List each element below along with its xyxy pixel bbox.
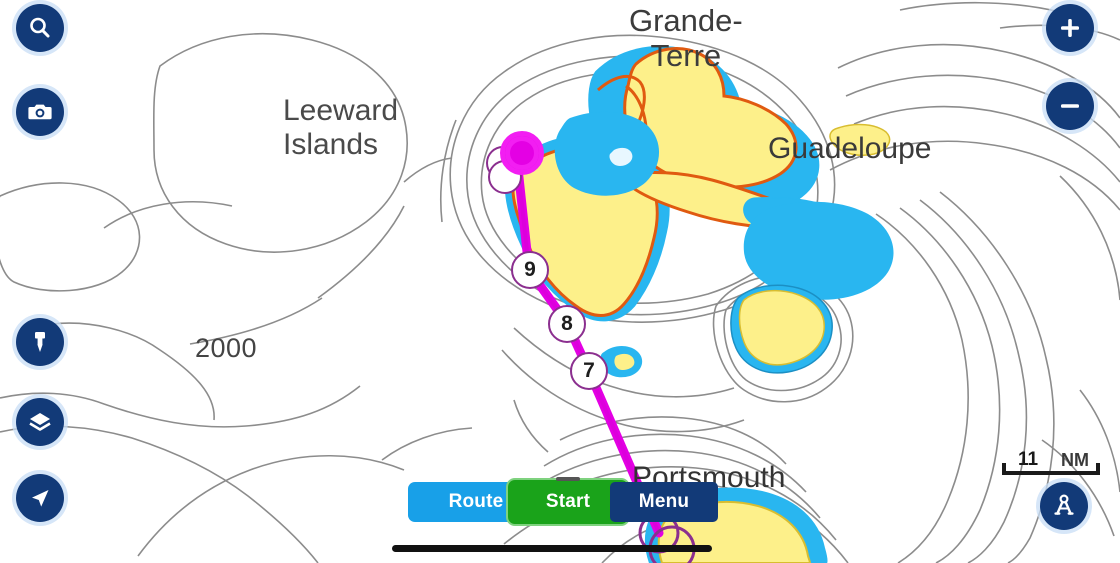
waypoint-marker-active[interactable] — [500, 131, 544, 175]
zoom-out-button[interactable] — [1046, 82, 1094, 130]
menu-button[interactable]: Menu — [610, 482, 718, 522]
reef-markers — [600, 346, 643, 378]
camera-button[interactable] — [16, 88, 64, 136]
locate-button[interactable] — [16, 474, 64, 522]
pin-icon — [35, 332, 45, 352]
waypoint-marker-8[interactable]: 8 — [548, 305, 586, 343]
search-button[interactable] — [16, 4, 64, 52]
search-icon — [30, 17, 50, 38]
minus-icon — [1061, 104, 1079, 108]
dividers-icon — [1054, 494, 1074, 515]
zoom-in-button[interactable] — [1046, 4, 1094, 52]
island-spit-east — [829, 123, 891, 156]
shallow-lagoon-east — [743, 201, 894, 300]
waypoint-button[interactable] — [16, 318, 64, 366]
layers-button[interactable] — [16, 398, 64, 446]
bottom-toolbar: Route Start Menu — [408, 477, 718, 526]
home-indicator[interactable] — [392, 545, 712, 552]
layers-icon — [29, 413, 51, 431]
camera-icon — [28, 104, 52, 120]
waypoint-marker-9[interactable]: 9 — [511, 251, 549, 289]
waypoint-marker-7[interactable]: 7 — [570, 352, 608, 390]
plus-icon — [1061, 19, 1079, 37]
shallow-bay — [554, 111, 660, 196]
island-small-southeast — [730, 284, 833, 374]
navigation-arrow-icon — [32, 490, 49, 507]
dividers-button[interactable] — [1040, 482, 1088, 530]
